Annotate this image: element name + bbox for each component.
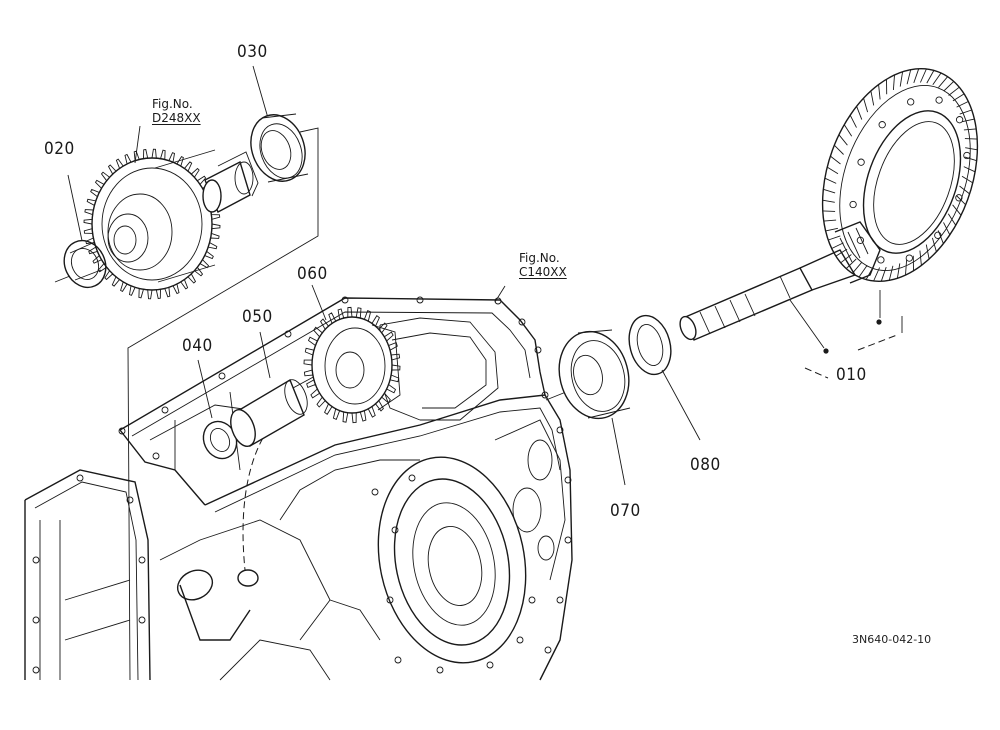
figure-reference-d248xx: Fig.No. D248XX — [152, 97, 201, 125]
ring-gear-tooth — [944, 81, 954, 91]
ring-gear-tooth — [962, 119, 974, 122]
ring-gear-tooth — [939, 77, 948, 88]
ring-gear-tooth — [825, 178, 836, 183]
ring-gear-tooth — [850, 115, 856, 127]
part-050-collar — [226, 332, 311, 450]
ring-gear-tooth — [857, 106, 862, 119]
ring-gear-tooth — [852, 263, 861, 274]
ring-gear-tooth — [900, 72, 902, 87]
part-020-bearing — [55, 175, 113, 294]
ring-gear-tooth — [906, 260, 907, 275]
figure-reference-code: C140XX — [519, 265, 567, 279]
figure-reference-c140xx: Fig.No. C140XX — [519, 251, 567, 279]
ring-gear-tooth — [830, 156, 840, 164]
ring-gear-bolt-hole — [936, 97, 942, 103]
ring-gear-tooth — [907, 70, 911, 85]
figure-reference-prefix: Fig.No. — [152, 97, 193, 111]
ring-gear-tooth — [827, 167, 838, 174]
ring-gear-tooth — [866, 267, 873, 280]
transmission-case — [25, 297, 572, 680]
ring-gear-tooth — [826, 228, 838, 231]
ring-gear-tooth — [824, 220, 836, 221]
ring-gear-tooth — [953, 205, 962, 216]
ring-gear-tooth — [828, 236, 840, 240]
ring-gear-tooth — [844, 125, 851, 137]
ring-gear-bolt-hole — [858, 159, 864, 165]
ring-gear-bolt-hole — [908, 99, 914, 105]
part-label-060: 060 — [297, 266, 328, 283]
ring-gear-tooth — [879, 85, 881, 100]
drawing-code: 3N640-042-10 — [852, 633, 931, 646]
ring-gear-tooth — [960, 186, 970, 194]
part-label-020: 020 — [44, 141, 75, 158]
ring-gear-tooth — [881, 267, 886, 281]
ring-gear-tooth — [841, 255, 852, 263]
ring-gear-tooth — [823, 211, 835, 212]
ring-gear-tooth — [932, 238, 936, 252]
ring-gear-tooth — [914, 69, 919, 83]
ring-gear-tooth — [965, 139, 977, 140]
ring-gear-tooth — [871, 91, 874, 105]
ring-gear-bolt-hole — [878, 257, 884, 263]
ring-gear-tooth — [834, 145, 843, 154]
ring-gear-tooth — [953, 94, 964, 101]
ring-gear-tooth — [823, 189, 835, 193]
ring-gear-tooth — [964, 129, 976, 130]
ring-gear-tooth — [927, 70, 934, 83]
ring-gear-bolt-hole — [850, 201, 856, 207]
sleeve — [203, 152, 258, 212]
part-010-bevel-gear-set — [677, 47, 1000, 378]
part-label-070: 070 — [610, 503, 641, 520]
ring-gear-tooth — [839, 135, 848, 146]
part-label-010: 010 — [836, 367, 867, 384]
ring-gear-tooth — [897, 263, 899, 278]
ring-gear-tooth — [933, 73, 941, 85]
ring-gear-tooth — [832, 243, 844, 249]
ring-gear-tooth — [859, 265, 867, 277]
fig-ref-leader — [135, 126, 140, 163]
ring-gear-bolt-hole — [906, 255, 912, 261]
part-label-030: 030 — [237, 44, 268, 61]
ring-gear-tooth — [864, 98, 868, 112]
ring-gear-tooth — [889, 266, 893, 281]
bolt-holes — [33, 297, 571, 673]
ring-gear-tooth — [823, 200, 835, 202]
ring-gear-tooth — [893, 75, 894, 90]
ring-gear-bolt-hole — [956, 117, 962, 123]
figure-reference-code: D248XX — [152, 111, 201, 125]
ring-gear-bolt-hole — [879, 122, 885, 128]
part-060-gear — [304, 285, 400, 423]
ring-gear-tooth — [949, 87, 960, 95]
part-label-040: 040 — [182, 338, 213, 355]
part-label-050: 050 — [242, 309, 273, 326]
part-label-080: 080 — [690, 457, 721, 474]
ring-gear-tooth — [965, 148, 977, 150]
ring-gear-tooth — [920, 69, 926, 83]
ring-gear-tooth — [836, 249, 847, 256]
figure-reference-prefix: Fig.No. — [519, 251, 560, 265]
